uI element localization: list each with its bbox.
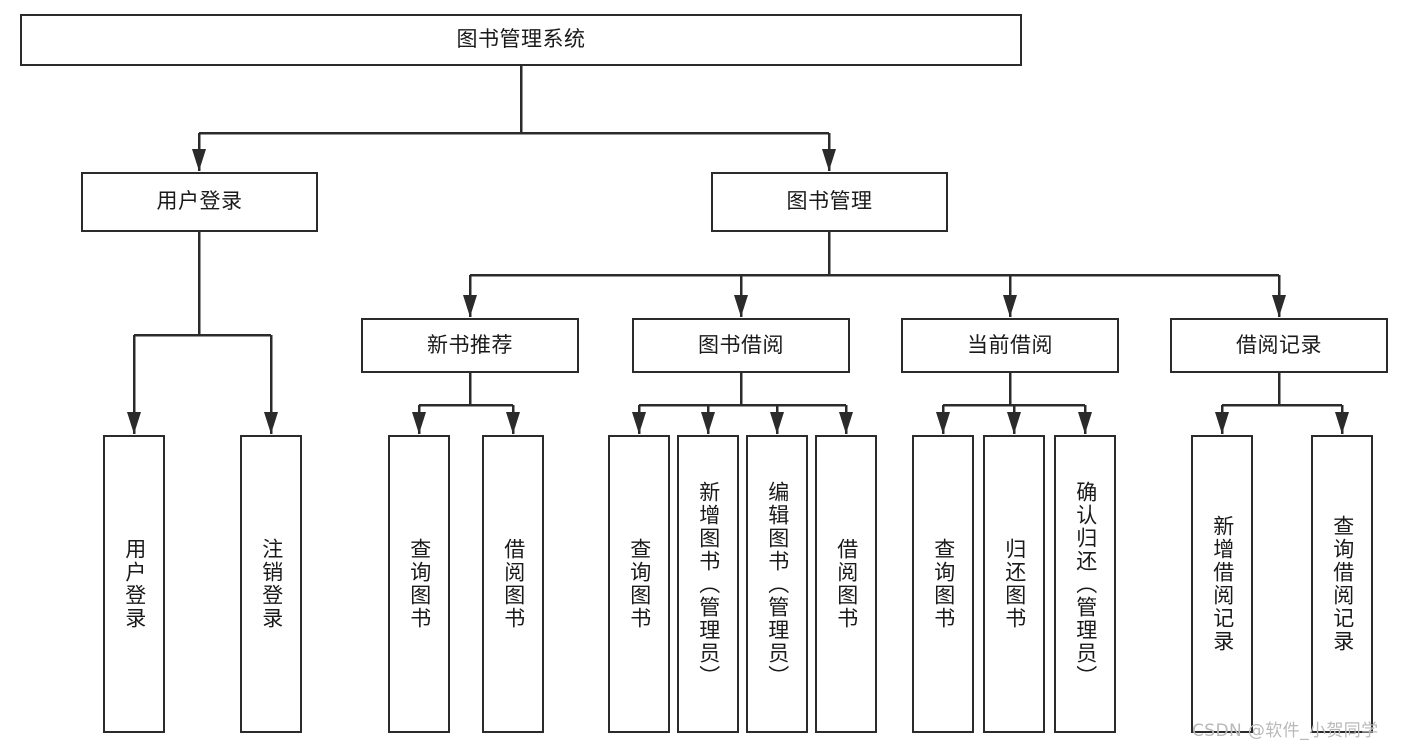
node-leaf-return-book: 归还图书	[983, 435, 1045, 733]
node-book-manage: 图书管理	[711, 172, 948, 232]
node-borrow-record-label: 借阅记录	[1236, 332, 1322, 357]
node-leaf-logout: 注销登录	[240, 435, 302, 733]
node-book-manage-label: 图书管理	[786, 189, 873, 214]
node-current-borrow-label: 当前借阅	[967, 332, 1053, 357]
node-user-login: 用户登录	[81, 172, 318, 232]
node-user-login-label: 用户登录	[156, 189, 243, 214]
node-leaf-borrow-book-1-label: 借阅图书	[501, 538, 526, 630]
node-leaf-user-login-label: 用户登录	[122, 538, 147, 630]
node-leaf-add-book: 新增图书（管理员）	[677, 435, 739, 733]
node-leaf-borrow-book-1: 借阅图书	[482, 435, 544, 733]
node-leaf-logout-label: 注销登录	[259, 538, 284, 630]
node-leaf-user-login: 用户登录	[103, 435, 165, 733]
node-leaf-query-book-2: 查询图书	[608, 435, 670, 733]
node-book-borrow-label: 图书借阅	[698, 332, 784, 357]
node-leaf-add-record: 新增借阅记录	[1191, 435, 1253, 733]
node-root-图书管理系统-label: 图书管理系统	[456, 27, 586, 52]
node-leaf-confirm-return-label: 确认归还（管理员）	[1073, 480, 1098, 688]
node-new-book-recommend-label: 新书推荐	[427, 332, 513, 357]
node-book-borrow: 图书借阅	[632, 318, 850, 373]
node-root-图书管理系统: 图书管理系统	[20, 14, 1022, 66]
node-leaf-borrow-book-2: 借阅图书	[815, 435, 877, 733]
node-borrow-record: 借阅记录	[1170, 318, 1388, 373]
node-leaf-query-book-3-label: 查询图书	[931, 538, 956, 630]
node-new-book-recommend: 新书推荐	[361, 318, 579, 373]
node-leaf-edit-book: 编辑图书（管理员）	[746, 435, 808, 733]
node-leaf-confirm-return: 确认归还（管理员）	[1054, 435, 1116, 733]
node-leaf-query-book-3: 查询图书	[912, 435, 974, 733]
node-leaf-add-record-label: 新增借阅记录	[1210, 515, 1235, 653]
node-leaf-query-record: 查询借阅记录	[1311, 435, 1373, 733]
node-leaf-add-book-label: 新增图书（管理员）	[696, 480, 721, 688]
node-leaf-query-record-label: 查询借阅记录	[1330, 515, 1355, 653]
node-leaf-edit-book-label: 编辑图书（管理员）	[765, 480, 790, 688]
node-leaf-return-book-label: 归还图书	[1002, 538, 1027, 630]
node-current-borrow: 当前借阅	[901, 318, 1119, 373]
node-leaf-query-book-1-label: 查询图书	[407, 538, 432, 630]
node-leaf-borrow-book-2-label: 借阅图书	[834, 538, 859, 630]
node-leaf-query-book-2-label: 查询图书	[627, 538, 652, 630]
node-leaf-query-book-1: 查询图书	[388, 435, 450, 733]
